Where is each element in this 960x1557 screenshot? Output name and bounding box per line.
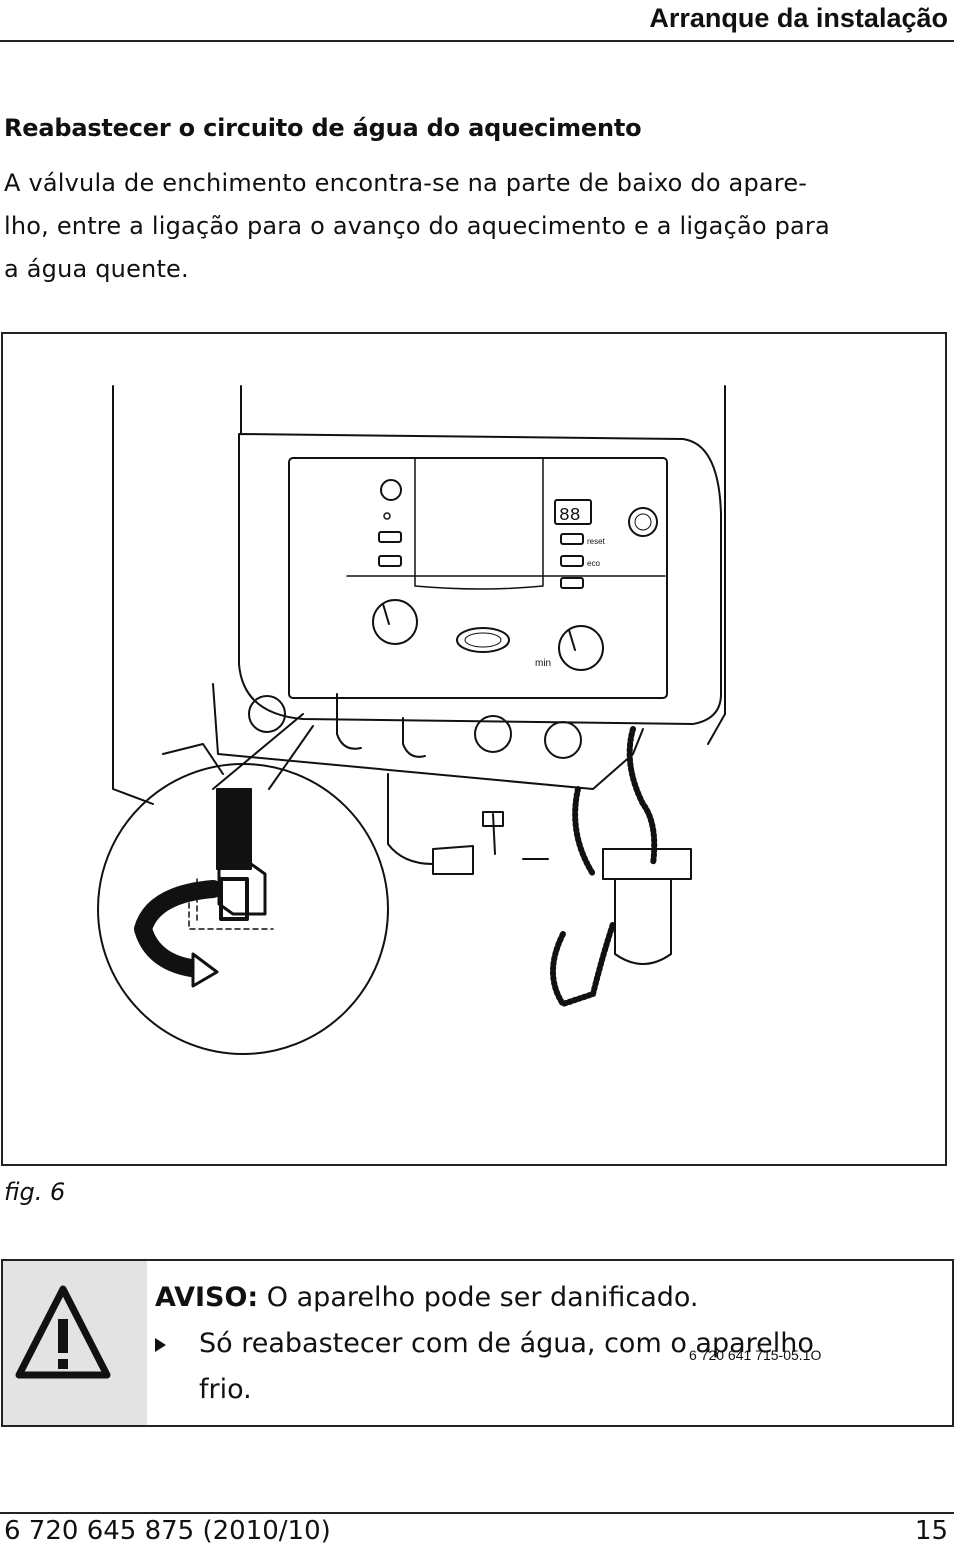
- page-header-title: Arranque da instalação: [649, 3, 948, 33]
- warning-bullet: Só reabastecer com de água, com o aparel…: [155, 1321, 814, 1367]
- paragraph-line: A válvula de enchimento encontra-se na p…: [4, 169, 808, 197]
- bullet-arrow-icon: [155, 1338, 166, 1352]
- warning-icon-panel: [3, 1261, 147, 1425]
- header-divider: [0, 40, 954, 42]
- eco-label: eco: [587, 559, 600, 568]
- warning-triangle-icon: [15, 1285, 111, 1379]
- warning-bullet-line2: frio.: [199, 1374, 252, 1405]
- warning-box: AVISO: O aparelho pode ser danificado. S…: [1, 1259, 954, 1427]
- figure-caption: fig. 6: [4, 1178, 66, 1206]
- instruction-paragraph: A válvula de enchimento encontra-se na p…: [4, 162, 954, 291]
- footer-divider: [0, 1512, 954, 1514]
- warning-bullet-line1: Só reabastecer com de água, com o aparel…: [199, 1328, 814, 1359]
- reset-label: reset: [587, 537, 606, 546]
- footer-page-number: 15: [914, 1516, 948, 1546]
- section-heading: Reabastecer o circuito de água do aqueci…: [4, 114, 642, 142]
- figure-boiler-illustration: 88 reset eco min: [1, 332, 947, 1363]
- footer-doc-number: 6 720 645 875 (2010/10): [4, 1516, 331, 1546]
- paragraph-line: a água quente.: [4, 255, 189, 283]
- warning-label: AVISO:: [155, 1282, 259, 1313]
- warning-lead: AVISO: O aparelho pode ser danificado.: [155, 1275, 814, 1321]
- display-digits: 88: [559, 506, 581, 526]
- min-label: min: [535, 658, 551, 669]
- warning-text: AVISO: O aparelho pode ser danificado. S…: [155, 1275, 814, 1413]
- paragraph-line: lho, entre a ligação para o avanço do aq…: [4, 212, 830, 240]
- figure-code: 6 720 641 715-05.1O: [689, 1347, 822, 1363]
- warning-message: O aparelho pode ser danificado.: [266, 1282, 699, 1313]
- boiler-line-drawing: 88 reset eco min: [97, 385, 726, 1055]
- warning-bullet-continued: frio.: [155, 1367, 814, 1413]
